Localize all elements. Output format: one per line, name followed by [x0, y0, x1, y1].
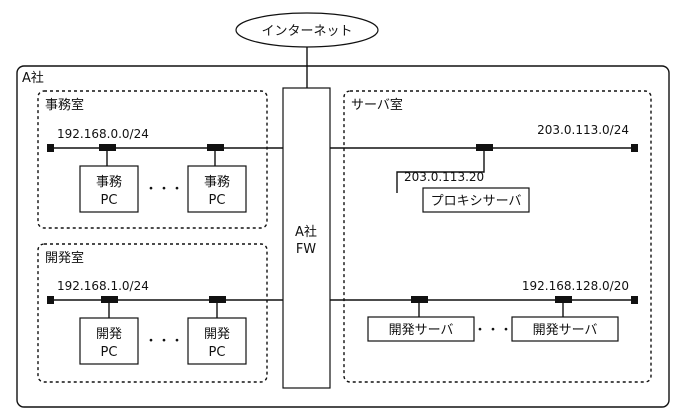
dev-pc-2-line1: 開発	[204, 327, 230, 342]
office-room	[37, 90, 268, 229]
proxy-ip-label: 203.0.113.20	[404, 170, 484, 184]
dev-pc2-port	[209, 296, 226, 303]
dev-pc-2	[187, 317, 247, 365]
office-network-terminator	[47, 144, 54, 152]
devserver2-port	[555, 296, 572, 303]
dev-room	[37, 243, 268, 383]
firewall-label-1: A社	[295, 224, 317, 240]
server-room-label: サーバ室	[351, 97, 403, 113]
dev-server-2-label: 開発サーバ	[533, 323, 598, 338]
office-pc1-port	[99, 144, 116, 151]
office-pc-2-line1: 事務	[204, 175, 230, 190]
office-pc-2	[187, 165, 247, 213]
dev-server-2	[511, 316, 619, 342]
proxy-link	[396, 151, 485, 193]
devserver-network-terminator	[631, 296, 638, 304]
dev-network-label: 192.168.1.0/24	[57, 279, 149, 293]
office-pc-1-line2: PC	[101, 193, 118, 208]
company-boundary	[16, 65, 670, 408]
dev-room-label: 開発室	[45, 250, 84, 266]
office-ellipsis: ・・・	[144, 182, 183, 197]
devserver1-port	[411, 296, 428, 303]
dev-pc-1-line2: PC	[101, 345, 118, 360]
office-pc-1	[79, 165, 139, 213]
dmz-network-label: 203.0.113.0/24	[537, 123, 629, 137]
office-room-label: 事務室	[45, 97, 84, 113]
proxy-server-label: プロキシサーバ	[431, 194, 522, 209]
company-label: A社	[22, 70, 44, 86]
proxy-server	[422, 187, 530, 213]
internet-label: インターネット	[261, 24, 352, 39]
dev-server-1-label: 開発サーバ	[389, 323, 454, 338]
office-pc2-port	[207, 144, 224, 151]
devserver-network-label: 192.168.128.0/20	[522, 279, 629, 293]
dev-pc-1	[79, 317, 139, 365]
dmz-network-terminator	[631, 144, 638, 152]
dev-ellipsis: ・・・	[144, 334, 183, 349]
server-room	[343, 90, 652, 383]
devserver-ellipsis: ・・・	[473, 323, 512, 338]
dev-pc-2-line2: PC	[209, 345, 226, 360]
dev-pc1-port	[101, 296, 118, 303]
office-network-label: 192.168.0.0/24	[57, 127, 149, 141]
dev-server-1	[367, 316, 475, 342]
firewall-label-2: FW	[296, 242, 316, 257]
office-pc-1-line1: 事務	[96, 175, 122, 190]
firewall-box	[282, 87, 331, 389]
proxy-port	[476, 144, 493, 151]
dev-network-terminator	[47, 296, 54, 304]
dev-pc-1-line1: 開発	[96, 327, 122, 342]
office-pc-2-line2: PC	[209, 193, 226, 208]
